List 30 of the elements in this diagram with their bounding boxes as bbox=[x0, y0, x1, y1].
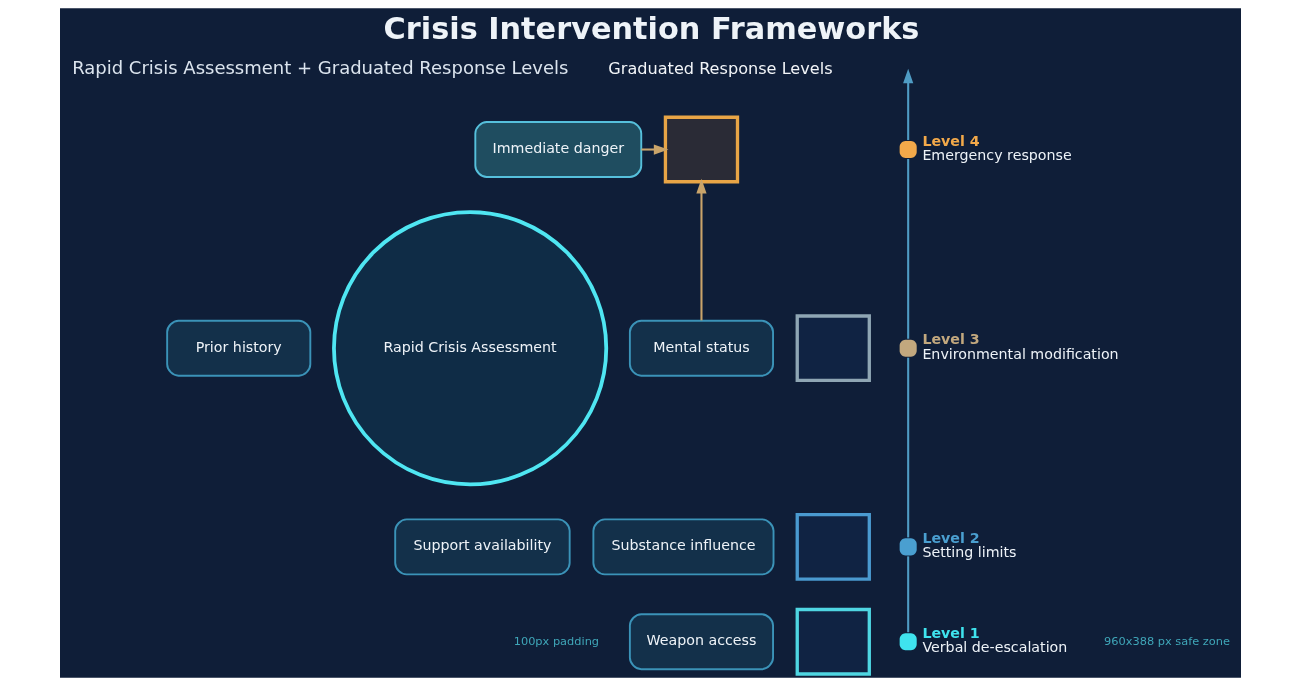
node-label: Level 4 bbox=[921, 132, 980, 149]
node-label: Level 2 bbox=[921, 530, 980, 547]
label: 960x388 px safe zone bbox=[1103, 633, 1230, 648]
arrow bbox=[695, 178, 707, 321]
node-box bbox=[663, 115, 739, 184]
node-box: Support availability bbox=[393, 518, 571, 576]
arrow bbox=[640, 144, 668, 155]
node-box: Weapon access bbox=[628, 613, 774, 671]
connector bbox=[906, 556, 909, 633]
node-label: Environmental modification bbox=[921, 345, 1119, 362]
node-label: Verbal de-escalation bbox=[921, 639, 1067, 656]
label: Graduated Response Levels bbox=[607, 58, 833, 78]
node-label: Emergency response bbox=[921, 146, 1072, 163]
node-box: Substance influence bbox=[591, 518, 774, 576]
arrow bbox=[902, 68, 913, 141]
node-label: Level 3 bbox=[921, 331, 980, 348]
node-box: Prior history bbox=[165, 319, 311, 377]
diagram-title: Crisis Intervention Frameworks bbox=[383, 11, 919, 47]
label: 100px padding bbox=[513, 633, 599, 648]
node-box bbox=[795, 513, 871, 581]
node-box: Mental status bbox=[628, 319, 774, 377]
connector bbox=[906, 357, 909, 538]
node-label: Level 1 bbox=[921, 624, 980, 641]
node-box: Immediate danger bbox=[473, 121, 642, 178]
node-box bbox=[795, 607, 871, 676]
node-box bbox=[795, 314, 871, 383]
node-label: Setting limits bbox=[921, 544, 1017, 561]
node-circle: Rapid Crisis Assessment bbox=[331, 210, 608, 487]
connector bbox=[906, 159, 909, 339]
label: Rapid Crisis Assessment + Graduated Response Levels bbox=[71, 57, 568, 79]
